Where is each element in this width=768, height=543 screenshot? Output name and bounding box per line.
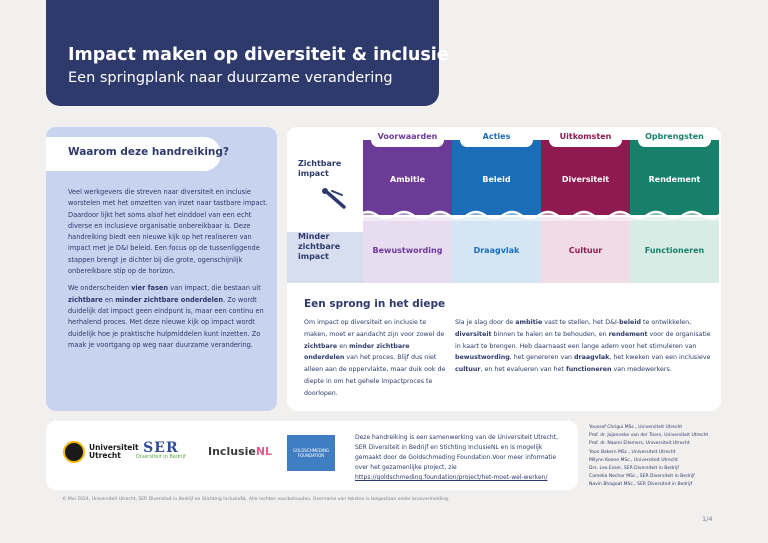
- cell-beleid: Beleid: [452, 140, 541, 215]
- cell-draagvlak: Draagvlak: [452, 217, 541, 283]
- page-number: 1/4: [702, 515, 713, 523]
- column-head-voorwaarden: Voorwaarden: [371, 127, 444, 147]
- project-link[interactable]: https://goldschmeding.foundation/project…: [355, 474, 548, 481]
- water-wave: [287, 210, 721, 221]
- section-text-right: Sla je slag door de ambitie vast te stel…: [455, 319, 711, 374]
- credit-item: Drs. Leo Esser, SER Diversiteit in Bedri…: [589, 466, 679, 472]
- university-seal-icon: [63, 441, 85, 463]
- intro-panel: Waarom deze handreiking? Veel werkgevers…: [46, 127, 277, 411]
- credit-item: Prof. dr. Naomi Ellemers, Universiteit U…: [589, 441, 690, 447]
- inclusienl-logo: InclusieNL: [208, 445, 273, 458]
- cell-functioneren: Functioneren: [630, 217, 719, 283]
- copyright-footer: © Mei 2024, Universiteit Utrecht, SER Di…: [62, 497, 450, 502]
- credit-item: Prof. dr. Jojanneke van der Toorn, Unive…: [589, 433, 709, 439]
- credit-item: Milynn Koene MSc., Universiteit Utrecht: [589, 457, 678, 463]
- credit-item: Youssef Chrigui MSc., Universiteit Utrec…: [589, 425, 683, 430]
- cell-rendement: Rendement: [630, 140, 719, 215]
- credit-item: Yoon Bakern MSc., Universiteit Utrecht: [589, 449, 676, 455]
- column-head-uitkomsten: Uitkomsten: [549, 127, 622, 147]
- cell-diversiteit: Diversiteit: [541, 140, 630, 215]
- ser-logo: SER Diversiteit in Bedrijf: [136, 440, 186, 460]
- page-subtitle: Een springplank naar duurzame veranderin…: [68, 70, 393, 86]
- page-title: Impact maken op diversiteit & inclusie: [68, 45, 449, 65]
- intro-paragraph-2: We onderscheiden vier fasen van impact, …: [68, 284, 264, 349]
- impact-panel: Minder zichtbare impact Zichtbare impact…: [287, 127, 721, 411]
- section-text-left: Om impact op diversiteit en inclusie te …: [304, 319, 446, 397]
- cell-cultuur: Cultuur: [541, 217, 630, 283]
- credit-item: Camelia Nechar MSc., SER Diversiteit in …: [589, 474, 695, 480]
- collaboration-text: Deze handreiking is een samenwerking van…: [355, 434, 558, 481]
- credit-item: Navin Bhagoat MSc., SER Diversiteit in B…: [589, 482, 693, 488]
- cell-ambitie: Ambitie: [363, 140, 452, 215]
- diver-icon: [322, 188, 346, 209]
- intro-text: Veel werkgevers die streven naar diversi…: [68, 187, 268, 351]
- intro-heading: Waarom deze handreiking?: [46, 137, 229, 171]
- section-title: Een sprong in het diepe: [304, 298, 446, 310]
- intro-paragraph-1: Veel werkgevers die streven naar diversi…: [68, 188, 268, 276]
- column-head-acties: Acties: [460, 127, 533, 147]
- credits-list: Youssef Chrigui MSc., Universiteit Utrec…: [589, 424, 729, 490]
- cell-bewustwording: Bewustwording: [363, 217, 452, 283]
- header-banner: Impact maken op diversiteit & inclusie E…: [46, 0, 449, 106]
- column-head-opbrengsten: Opbrengsten: [638, 127, 711, 147]
